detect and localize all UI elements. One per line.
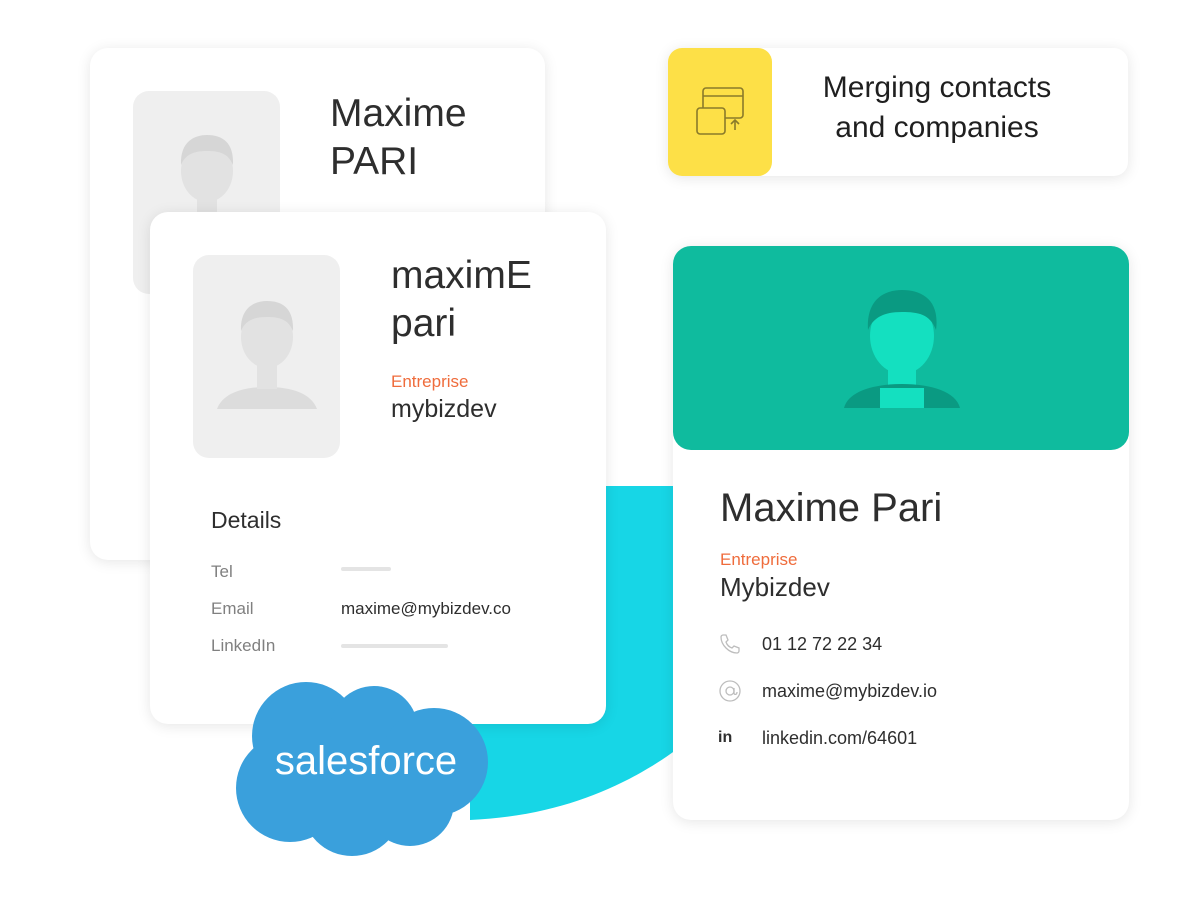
- merge-icon-tile: [668, 48, 772, 176]
- person-placeholder-icon: [217, 301, 317, 409]
- last-name: pari: [391, 302, 457, 345]
- details-heading: Details: [211, 507, 282, 533]
- last-name: PARI: [330, 140, 419, 183]
- tel-value-placeholder: [341, 567, 391, 571]
- enterprise-label: Entreprise: [720, 550, 798, 569]
- at-icon: [719, 680, 741, 702]
- phone-text: 01 12 72 22 34: [762, 634, 883, 654]
- linkedin-icon: in: [718, 729, 733, 746]
- linkedin-text: linkedin.com/64601: [762, 728, 918, 748]
- avatar: [193, 255, 340, 458]
- enterprise-value: mybizdev: [391, 395, 497, 423]
- merge-title-line1: Merging contacts: [822, 71, 1052, 104]
- enterprise-value: Mybizdev: [720, 572, 830, 602]
- salesforce-logo: salesforce: [236, 682, 488, 856]
- first-name: Maxime: [330, 92, 467, 135]
- email-label: Email: [211, 599, 254, 618]
- merged-contact-card: Maxime Pari Entreprise Mybizdev 01 12 72…: [673, 246, 1129, 820]
- salesforce-wordmark: salesforce: [275, 739, 457, 783]
- merge-title: Merging contacts and companies: [772, 68, 1102, 148]
- contact-name: Maxime Pari: [720, 486, 943, 530]
- contact-header: [673, 246, 1129, 450]
- person-icon: [844, 290, 960, 408]
- merge-feature-card: Merging contacts and companies: [668, 48, 1128, 176]
- tel-label: Tel: [211, 562, 233, 581]
- phone-icon: [720, 634, 740, 654]
- email-value: maxime@mybizdev.co: [341, 599, 511, 618]
- linkedin-label: LinkedIn: [211, 636, 276, 655]
- first-name: maximE: [391, 254, 532, 297]
- enterprise-label: Entreprise: [391, 372, 469, 391]
- email-text: maxime@mybizdev.io: [762, 681, 937, 701]
- contact-name: maximE pari: [391, 252, 532, 348]
- merge-title-line2: and companies: [835, 111, 1039, 144]
- linkedin-value-placeholder: [341, 644, 448, 648]
- merge-windows-icon: [696, 87, 744, 135]
- contact-name: Maxime PARI: [330, 90, 467, 186]
- salesforce-contact-card: maximE pari Entreprise mybizdev Details …: [150, 212, 606, 724]
